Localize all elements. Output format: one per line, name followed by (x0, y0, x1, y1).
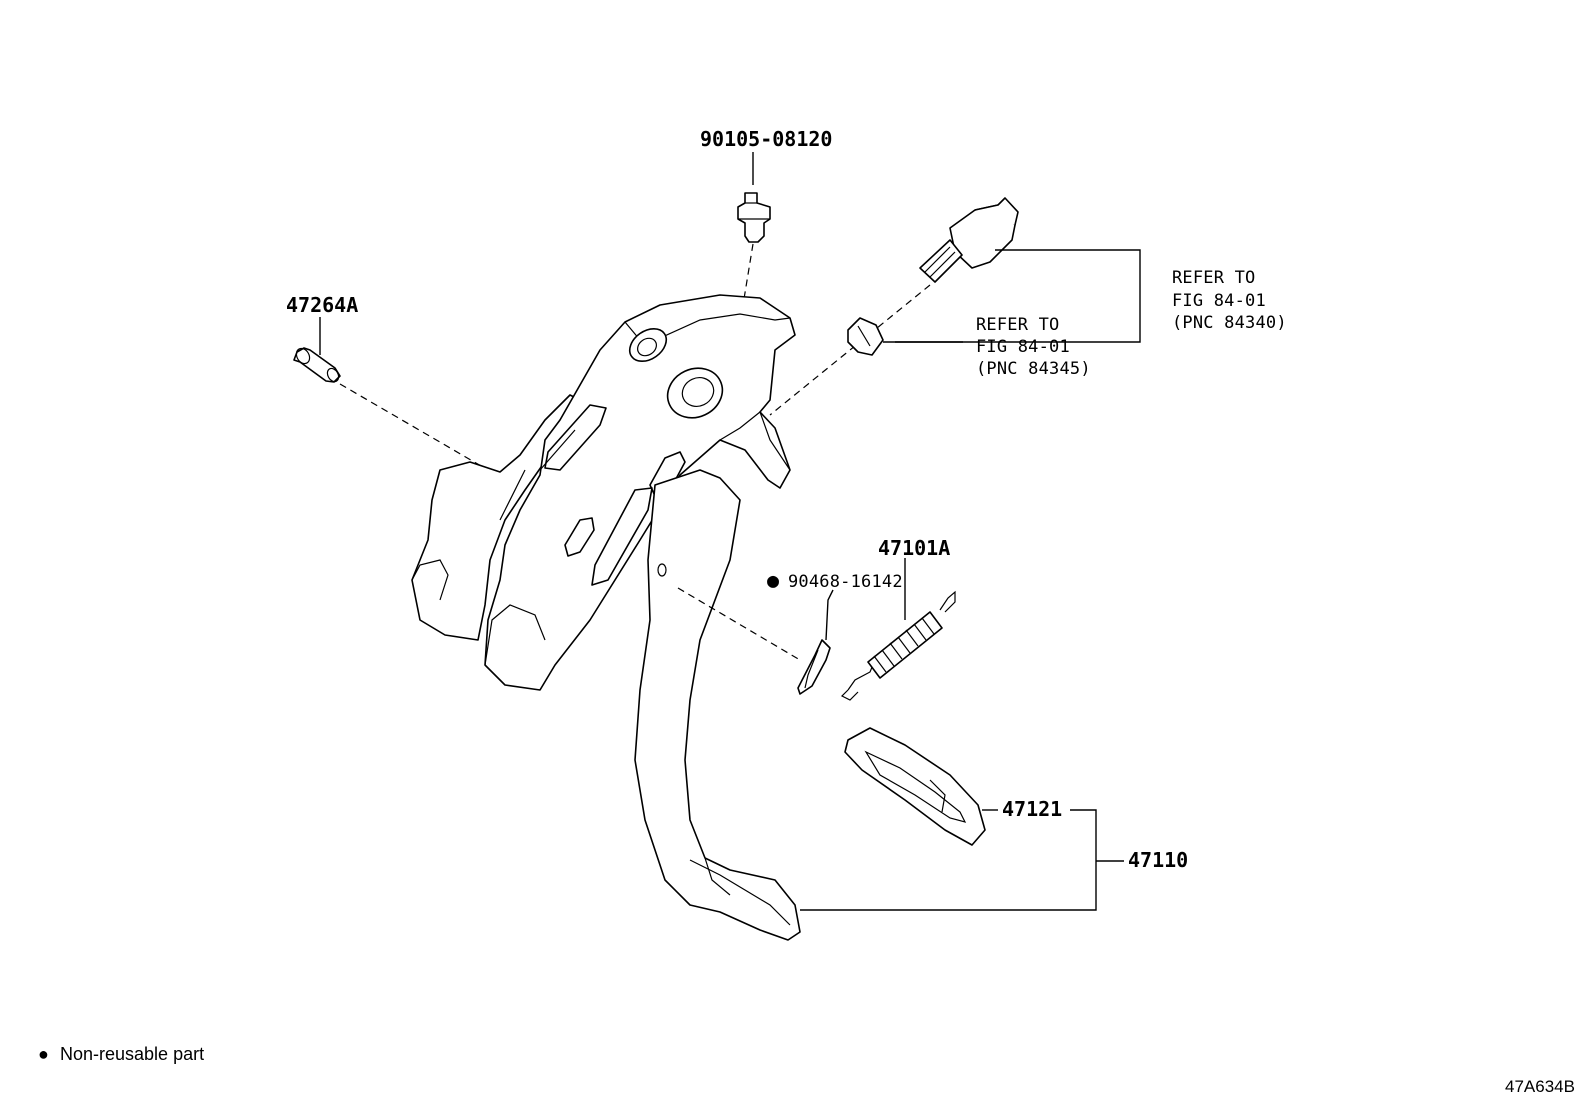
stop-switch-part[interactable] (919, 197, 1019, 283)
pedal-bracket[interactable] (411, 294, 796, 691)
pad-callout[interactable]: 47121 (1002, 797, 1062, 821)
return-spring-part[interactable] (840, 590, 956, 701)
figure-code: 47A634B (1505, 1077, 1575, 1096)
pin-part[interactable] (293, 346, 341, 383)
pedal-callout[interactable]: 47110 (1128, 848, 1188, 872)
pin-callout[interactable]: 47264A (286, 293, 358, 317)
pin-dashed-line (339, 383, 489, 471)
switch-leader (895, 249, 1141, 343)
bolt-dashed-line (742, 243, 754, 306)
stopper-ref-line2: FIG 84-01 (976, 337, 1070, 357)
switch-ref-line2: FIG 84-01 (1172, 291, 1266, 311)
stopper-ref-line1: REFER TO (976, 315, 1059, 335)
switch-ref-line1: REFER TO (1172, 268, 1255, 288)
legend-bullet-icon: ● (38, 1044, 49, 1064)
bolt-callout[interactable]: 90105-08120 (700, 127, 832, 151)
switch-reference[interactable]: REFER TO FIG 84-01 (PNC 84340) (1172, 268, 1287, 333)
clip-leader (825, 589, 834, 641)
clip-callout[interactable]: 90468-16142 (788, 572, 903, 592)
legend-text: Non-reusable part (60, 1044, 204, 1064)
group-bracket-leader (800, 809, 1097, 911)
bolt-part[interactable] (737, 192, 771, 243)
clip-bullet: ● (767, 568, 779, 592)
switch-ref-line3: (PNC 84340) (1172, 313, 1287, 333)
clip-part[interactable] (797, 639, 831, 695)
stopper-reference[interactable]: REFER TO FIG 84-01 (PNC 84345) (976, 315, 1091, 379)
stopper-ref-line3: (PNC 84345) (976, 359, 1091, 379)
legend: ● Non-reusable part (38, 1044, 204, 1064)
spring-callout[interactable]: 47101A (878, 536, 950, 560)
pedal-arm[interactable] (634, 469, 801, 941)
switch-dashed-line (769, 284, 931, 416)
pedal-pad-part[interactable] (844, 727, 986, 846)
stopper-part[interactable] (847, 317, 884, 356)
